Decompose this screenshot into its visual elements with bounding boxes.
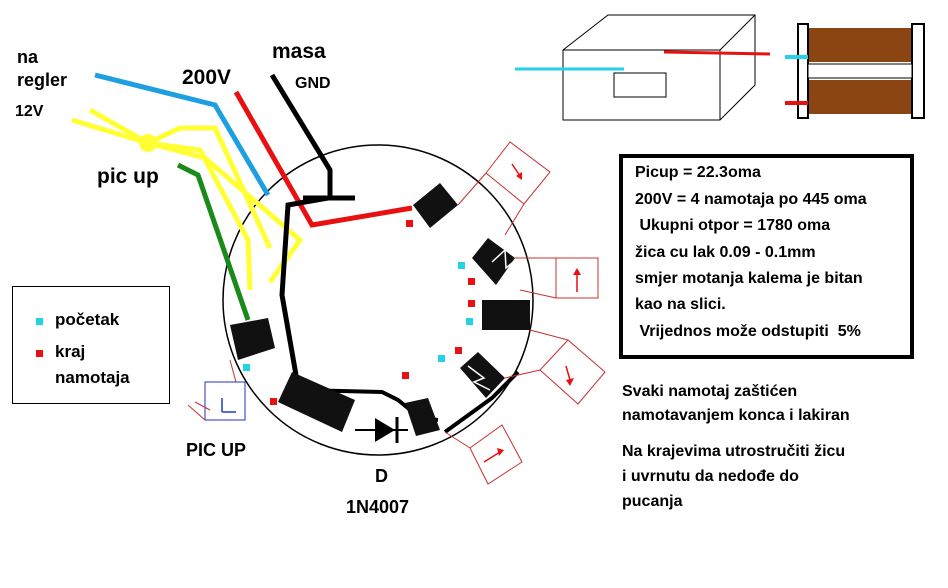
coil-right-1-zigzag bbox=[491, 248, 519, 270]
coil-bottom-left bbox=[278, 372, 355, 432]
spec-line: 200V = 4 namotaja po 445 oma bbox=[635, 191, 867, 208]
spec-line: Vrijednos može odstupiti 5% bbox=[635, 323, 861, 340]
legend-end-marker bbox=[36, 350, 43, 357]
label-regler: regler bbox=[17, 70, 68, 90]
spec-line: žica cu lak 0.09 - 0.1mm bbox=[635, 244, 816, 261]
detail-box-bottom bbox=[444, 424, 523, 485]
detail-box-top bbox=[457, 141, 551, 236]
bobbin-drawing bbox=[785, 23, 925, 119]
label-12v: 12V bbox=[15, 103, 44, 120]
note-line: pucanja bbox=[622, 493, 683, 510]
spec-line: Ukupni otpor = 1780 oma bbox=[635, 217, 831, 234]
wire-blue-regulator bbox=[94, 72, 271, 197]
housing-drawing bbox=[515, 14, 771, 121]
legend-start-label: početak bbox=[55, 310, 120, 329]
start-markers bbox=[243, 262, 473, 371]
label-diode: D bbox=[375, 466, 388, 486]
wire-black-outer bbox=[443, 370, 520, 434]
end-markers bbox=[270, 220, 475, 405]
note-line: i uvrnutu da nedođe do bbox=[622, 468, 799, 485]
wire-red-200v bbox=[233, 90, 413, 228]
label-pic-up: pic up bbox=[97, 165, 159, 188]
note-line: namotavanjem konca i lakiran bbox=[622, 407, 850, 424]
label-masa: masa bbox=[272, 40, 326, 63]
spec-box: Picup = 22.3oma 200V = 4 namotaja po 445… bbox=[619, 154, 914, 359]
legend-box: početak kraj namotaja bbox=[12, 286, 170, 404]
label-gnd: GND bbox=[295, 75, 331, 92]
yellow-junction bbox=[139, 134, 157, 152]
wire-yellow-a bbox=[88, 107, 273, 250]
coil-right-3 bbox=[460, 352, 505, 398]
note-line: Na krajevima utrostručiti žicu bbox=[622, 443, 846, 460]
note-line: Svaki namotaj zaštićen bbox=[622, 383, 798, 400]
stator-circle bbox=[222, 144, 534, 456]
wire-black-ground bbox=[269, 73, 333, 198]
coil-top bbox=[413, 183, 458, 228]
label-200v: 200V bbox=[182, 66, 232, 89]
label-diode-model: 1N4007 bbox=[346, 497, 410, 517]
detail-box-right-2 bbox=[504, 329, 606, 405]
coil-pickup bbox=[230, 318, 275, 360]
label-pic-up-caps: PIC UP bbox=[186, 440, 247, 460]
wire-yellow-b bbox=[71, 117, 253, 291]
wire-green-pickup bbox=[176, 162, 251, 321]
wire-black-inner bbox=[279, 195, 329, 376]
coil-bottom-center bbox=[405, 398, 440, 436]
detail-box-right-1 bbox=[515, 257, 599, 299]
detail-box-pickup bbox=[187, 359, 246, 421]
label-na: na bbox=[17, 47, 39, 67]
legend-end-label: kraj bbox=[55, 342, 86, 361]
spec-line: Picup = 22.3oma bbox=[635, 164, 761, 181]
legend-end-label-2: namotaja bbox=[55, 368, 130, 387]
legend-start-marker bbox=[36, 318, 43, 325]
spec-line: smjer motanja kalema je bitan bbox=[635, 270, 863, 287]
coil-right-3-zigzag bbox=[467, 365, 491, 391]
coil-right-2 bbox=[482, 300, 530, 330]
spec-line: kao na slici. bbox=[635, 296, 726, 313]
